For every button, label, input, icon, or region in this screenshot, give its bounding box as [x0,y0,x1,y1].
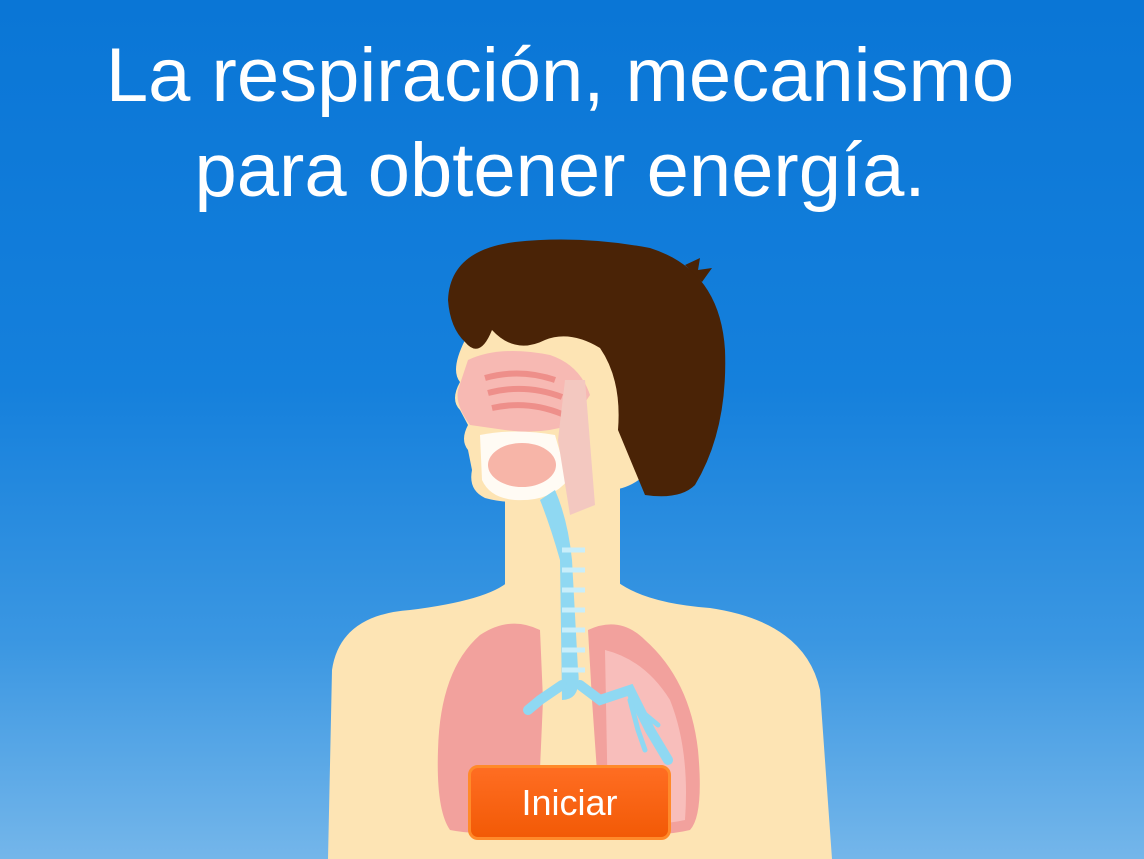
page-title: La respiración, mecanismo para obtener e… [0,28,1120,218]
pharynx-shape [558,380,595,515]
hair-shape [448,239,726,497]
start-button[interactable]: Iniciar [468,765,671,840]
tongue-shape [488,443,556,487]
bronchi-shape [523,680,673,765]
title-line-2: para obtener energía. [194,128,926,213]
title-line-1: La respiración, mecanismo [105,33,1015,118]
respiratory-system-figure-icon [328,239,832,859]
respiratory-system-illustration [300,230,860,859]
hair-tuft [685,258,712,282]
